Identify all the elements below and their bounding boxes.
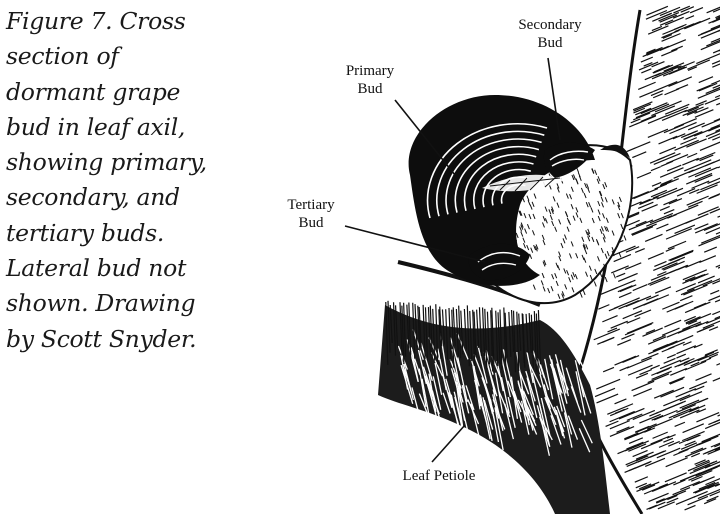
primary-bud-label-line1: Primary (345, 63, 395, 79)
tertiary-leader-line (344, 225, 486, 263)
leaf-petiole-label: Leaf Petiole (402, 468, 476, 484)
caption-line: dormant grape (6, 77, 181, 106)
primary-bud-mass (408, 95, 595, 286)
tertiary-bud-label: Tertiary Bud (275, 196, 347, 232)
secondary-bud-label-line1: Secondary (518, 17, 582, 33)
primary-leader-line (394, 99, 456, 176)
caption-line: Figure 7. Cross (6, 7, 186, 35)
primary-bud-label-line2: Bud (357, 81, 383, 97)
cane-stem (573, 5, 720, 514)
leader-lines (344, 57, 561, 463)
caption-line: Lateral bud not (6, 254, 187, 283)
caption-line: secondary, and (6, 183, 180, 212)
caption-line: bud in leaf axil, (6, 112, 186, 141)
secondary-bud-label: Secondary Bud (507, 16, 593, 52)
tertiary-bud-label-line1: Tertiary (287, 197, 335, 213)
secondary-bud-label-line2: Bud (537, 35, 563, 51)
caption-line: section of (6, 42, 119, 71)
figure-caption: Figure 7. Cross section of dormant grape… (6, 4, 251, 357)
secondary-bud-mass (543, 142, 595, 178)
caption-line: showing primary, (6, 148, 207, 177)
caption-line: tertiary buds. (6, 218, 165, 247)
tertiary-bud-mass (468, 243, 530, 281)
petiole-leader-line (431, 424, 466, 463)
leaf-petiole (378, 260, 610, 514)
primary-bud-label: Primary Bud (334, 62, 406, 98)
caption-line: shown. Drawing (6, 289, 196, 318)
caption-line: by Scott Snyder. (6, 324, 197, 353)
secondary-leader-line (547, 57, 561, 141)
tertiary-bud-label-line2: Bud (298, 215, 324, 231)
